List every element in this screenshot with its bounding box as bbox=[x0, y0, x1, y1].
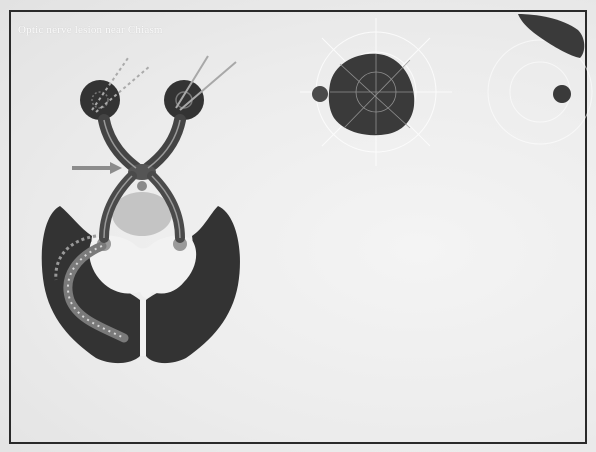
left-optic-nerve bbox=[104, 120, 136, 168]
left-blind-spot bbox=[312, 86, 328, 102]
right-optic-nerve bbox=[148, 120, 180, 168]
right-visual-field-icon bbox=[488, 14, 592, 144]
right-field-defect bbox=[518, 14, 584, 58]
right-eye-icon bbox=[164, 56, 236, 120]
thalamus bbox=[112, 192, 172, 236]
pituitary bbox=[137, 181, 147, 191]
right-blind-spot bbox=[553, 85, 571, 103]
left-visual-field-icon bbox=[300, 18, 452, 166]
left-eye-icon bbox=[80, 58, 150, 120]
midline-stem bbox=[140, 300, 146, 356]
lesion-arrow-icon bbox=[72, 162, 122, 174]
